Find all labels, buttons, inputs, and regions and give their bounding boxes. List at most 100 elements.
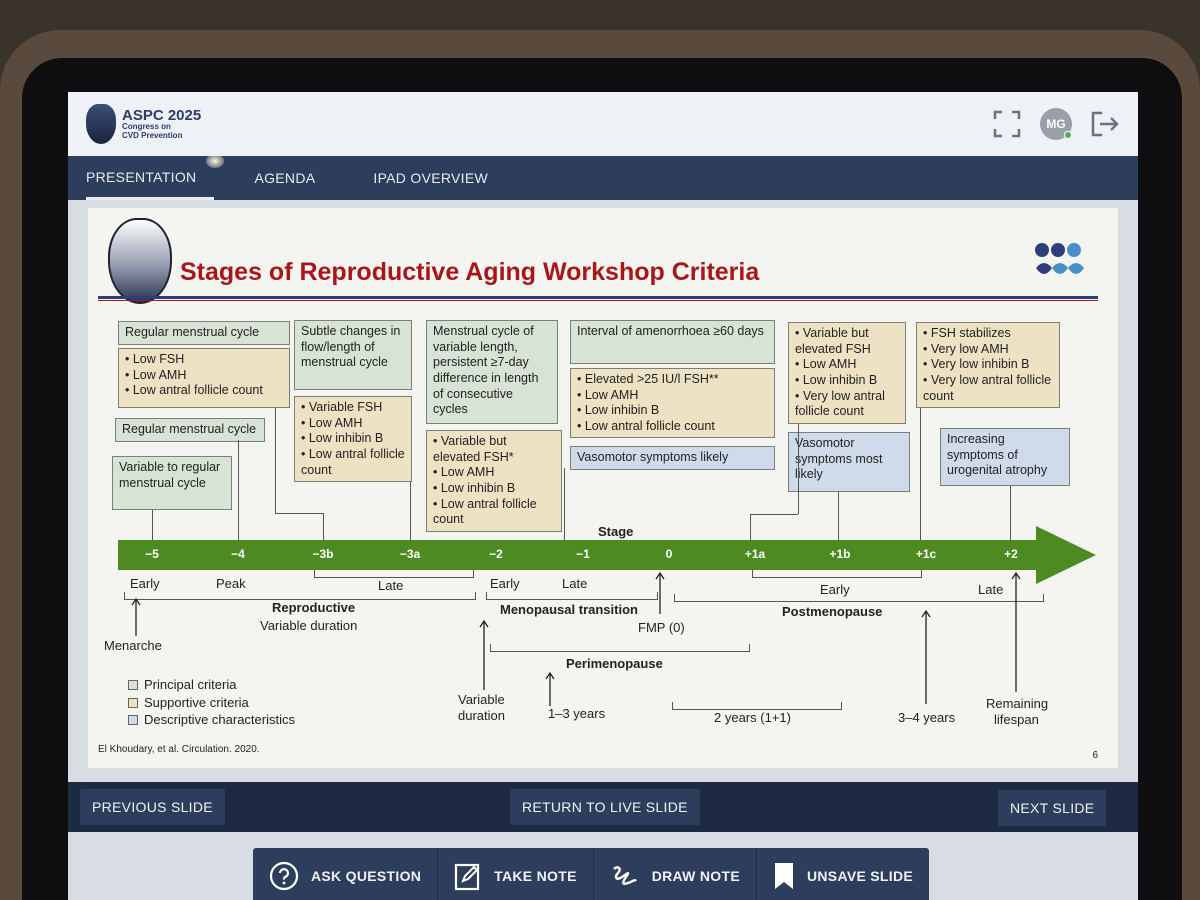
variable-regular-box: Variable to regular menstrual cycle — [112, 456, 232, 510]
stage-label: −3b — [312, 547, 334, 561]
menarche-label: Menarche — [104, 638, 162, 653]
fmp-arrow-icon — [655, 571, 665, 614]
postmenopause-brace — [674, 594, 1044, 602]
variable-duration-2-line2: duration — [458, 708, 505, 723]
two-years-brace — [672, 702, 842, 710]
ask-question-label: ASK QUESTION — [311, 868, 422, 884]
criterion: Low AMH — [433, 465, 555, 481]
menopausal-transition-label: Menopausal transition — [500, 602, 638, 617]
conference-logo: ASPC 2025 Congress on CVD Prevention — [86, 104, 201, 144]
transition-late-label: Late — [562, 576, 588, 591]
legend-swatch — [128, 697, 138, 708]
app-header: ASPC 2025 Congress on CVD Prevention MG — [68, 92, 1138, 156]
take-note-label: TAKE NOTE — [494, 868, 577, 884]
vasomotor-likely-box: Vasomotor symptoms likely — [570, 446, 775, 470]
toolbar-divider — [437, 848, 439, 900]
stage-axis-title: Stage — [598, 524, 634, 539]
take-note-button[interactable]: TAKE NOTE — [438, 848, 593, 900]
connector — [838, 492, 839, 540]
post-early-brace — [752, 570, 922, 578]
bookmark-icon — [774, 863, 793, 889]
perimenopause-label: Perimenopause — [566, 656, 663, 671]
legend: Principal criteria Supportive criteria D… — [128, 676, 295, 729]
criterion: Low inhibin B — [301, 431, 405, 447]
heart-logo-icon — [86, 104, 116, 144]
legend-item: Descriptive characteristics — [128, 711, 295, 729]
stage-label: +2 — [1004, 547, 1018, 561]
years-2-label: 2 years (1+1) — [714, 710, 791, 725]
fsh-stabilizes-box: FSH stabilizes Very low AMH Very low inh… — [916, 322, 1060, 408]
criterion: Variable FSH — [301, 400, 405, 416]
criterion: Very low inhibin B — [923, 357, 1053, 373]
subtle-changes-box: Subtle changes in flow/length of menstru… — [294, 320, 412, 390]
toolbar-divider — [592, 848, 594, 900]
stage-label: 0 — [665, 547, 673, 561]
question-icon — [269, 861, 299, 891]
logo-title: ASPC 2025 — [122, 106, 202, 124]
criterion: Very low antral follicle count — [795, 389, 899, 420]
logo-subtitle-1: Congress on — [122, 122, 171, 132]
years-3-4-label: 3–4 years — [898, 710, 956, 725]
regular-hormones-box: Low FSH Low AMH Low antral follicle coun… — [118, 348, 290, 408]
draw-note-label: DRAW NOTE — [651, 868, 740, 884]
slide-title: Stages of Reproductive Aging Workshop Cr… — [180, 258, 760, 286]
remaining-lifespan-line2: lifespan — [994, 712, 1039, 727]
criterion: Low inhibin B — [577, 403, 768, 419]
criterion: Low AMH — [577, 388, 768, 404]
variable-elevated-box: Variable but elevated FSH* Low AMH Low i… — [426, 430, 562, 532]
avatar[interactable]: MG — [1040, 108, 1072, 140]
draw-note-button[interactable]: DRAW NOTE — [594, 848, 756, 900]
legend-label: Descriptive characteristics — [144, 712, 295, 728]
slide-canvas: Stages of Reproductive Aging Workshop Cr… — [88, 154, 1118, 768]
variable-fsh-box: Variable FSH Low AMH Low inhibin B Low a… — [294, 396, 412, 482]
previous-slide-button[interactable]: PREVIOUS SLIDE — [80, 789, 225, 825]
lifespan-arrow-icon — [1011, 571, 1021, 692]
criterion: Variable but elevated FSH* — [433, 434, 555, 465]
legend-item: Principal criteria — [128, 676, 295, 694]
title-divider-red — [98, 300, 1098, 301]
legend-label: Principal criteria — [144, 677, 237, 692]
next-slide-button[interactable]: NEXT SLIDE — [998, 790, 1107, 826]
connector — [750, 514, 798, 515]
regular-cycle-box-mid: Regular menstrual cycle — [115, 418, 265, 442]
criterion: Low AMH — [125, 368, 283, 384]
fullscreen-icon[interactable] — [992, 109, 1022, 139]
stage-label: −5 — [145, 547, 159, 561]
variable-duration-label: Variable duration — [260, 618, 358, 633]
criterion: Very low AMH — [923, 342, 1053, 358]
logout-icon[interactable] — [1090, 109, 1120, 139]
variable-duration-2-line1: Variable — [458, 692, 505, 707]
transition-early-label: Early — [490, 576, 520, 591]
tab-agenda[interactable]: AGENDA — [254, 170, 316, 186]
connector — [1010, 486, 1011, 540]
ask-question-button[interactable]: ASK QUESTION — [253, 848, 437, 900]
legend-label: Supportive criteria — [144, 694, 249, 710]
return-live-button[interactable]: RETURN TO LIVE SLIDE — [510, 789, 700, 825]
elevated-fsh-box: Elevated >25 IU/l FSH** Low AMH Low inhi… — [570, 368, 775, 438]
tab-ipad-overview[interactable]: IPAD OVERVIEW — [373, 170, 489, 186]
transition-brace — [486, 592, 658, 600]
early-label: Early — [130, 576, 160, 591]
legend-swatch — [128, 680, 138, 690]
criterion: Low inhibin B — [795, 373, 899, 389]
criterion: Low FSH — [125, 352, 283, 368]
criterion: Low AMH — [795, 357, 899, 373]
amenorrhoea-box: Interval of amenorrhoea ≥60 days — [570, 320, 775, 364]
urogenital-box: Increasing symptoms of urogenital atroph… — [940, 428, 1070, 486]
years-3-4-arrow-icon — [921, 609, 931, 704]
stage-label: −1 — [576, 547, 590, 561]
action-toolbar: ASK QUESTION TAKE NOTE DRAW NOTE UNSAVE … — [253, 848, 929, 900]
connector — [750, 514, 751, 540]
heart-city-logo — [108, 218, 172, 304]
toolbar-divider — [755, 848, 757, 900]
menstrual-variable-box: Menstrual cycle of variable length, pers… — [426, 320, 558, 424]
tab-presentation[interactable]: PRESENTATION — [86, 156, 215, 200]
criterion: Low AMH — [301, 416, 405, 432]
stage-arrow — [118, 540, 1038, 570]
criterion: Low antral follicle count — [301, 447, 405, 478]
perimenopause-brace — [490, 644, 750, 652]
avatar-initials: MG — [1046, 117, 1066, 131]
criterion: Very low antral follicle count — [923, 373, 1053, 404]
criterion: Elevated >25 IU/l FSH** — [577, 372, 768, 388]
unsave-slide-button[interactable]: UNSAVE SLIDE — [757, 848, 929, 900]
